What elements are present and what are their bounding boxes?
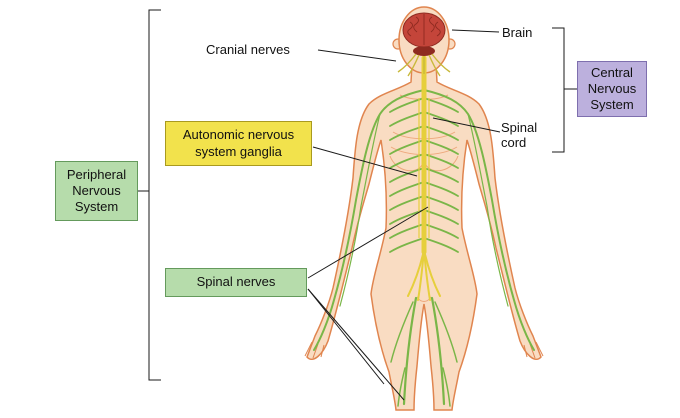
peripheral-nerves bbox=[313, 89, 535, 407]
cranial-nerves-lines bbox=[397, 53, 451, 77]
brain-pointer bbox=[451, 29, 500, 33]
spinal-nerves-pointer-2 bbox=[307, 288, 385, 385]
cranial-nerves-pointer bbox=[317, 49, 397, 62]
box-central-nervous-system: Central Nervous System bbox=[577, 61, 647, 117]
box-autonomic-nervous-system-ganglia: Autonomic nervous system ganglia bbox=[165, 121, 312, 166]
spinal-nerves-pointer-3 bbox=[307, 288, 405, 401]
spinal-nerves-pointer-1 bbox=[307, 206, 429, 279]
box-peripheral-nervous-system: Peripheral Nervous System bbox=[55, 161, 138, 221]
spinal-cord-line bbox=[407, 55, 441, 301]
box-spinal-nerves: Spinal nerves bbox=[165, 268, 307, 297]
hand-details bbox=[304, 341, 544, 359]
ganglia-chain bbox=[418, 98, 430, 238]
connector-lines bbox=[138, 9, 577, 401]
autonomic-ganglia-pointer bbox=[312, 146, 418, 177]
label-spinal-cord: Spinal cord bbox=[501, 120, 538, 150]
cns-bracket bbox=[552, 27, 565, 153]
label-cranial-nerves: Cranial nerves bbox=[206, 42, 290, 57]
spinal-cord-pointer bbox=[432, 117, 501, 133]
brain-illustration bbox=[397, 12, 451, 77]
label-brain: Brain bbox=[502, 25, 533, 40]
pns-bracket bbox=[148, 9, 161, 381]
